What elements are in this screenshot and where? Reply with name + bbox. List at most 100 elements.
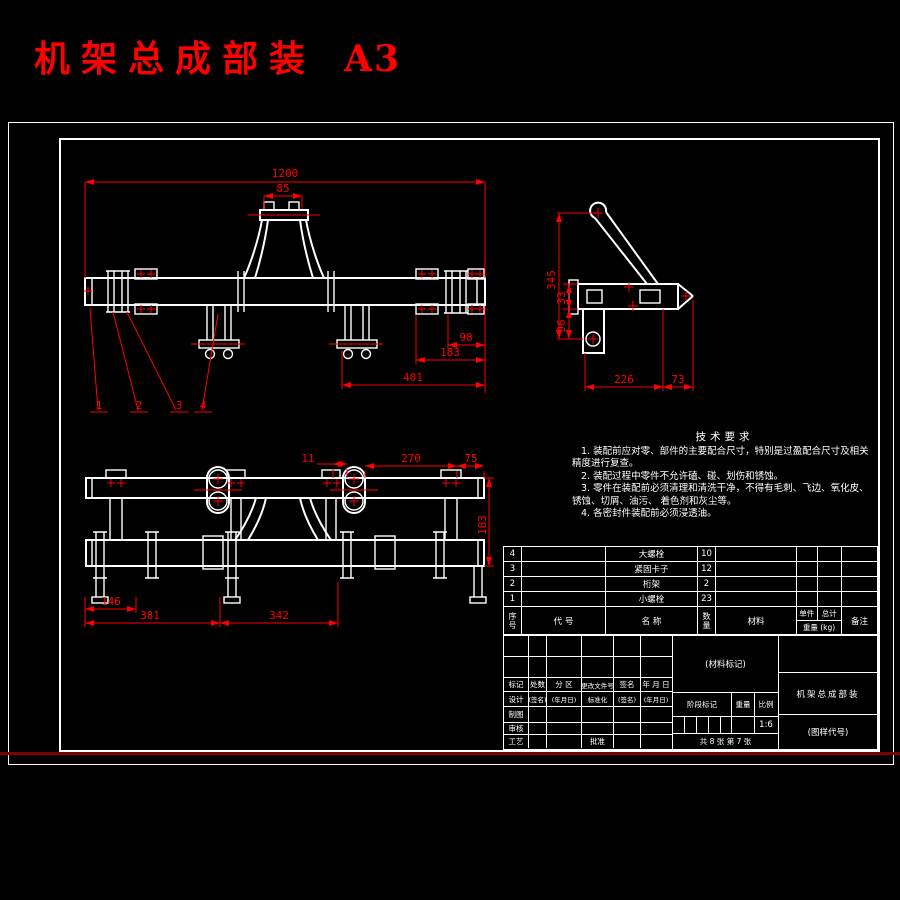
sig-cell: (签名) (529, 692, 547, 706)
header-qty: 数量 (698, 607, 716, 634)
table-row: 2 桁架 2 (504, 577, 877, 592)
sig-check: 审核 (504, 723, 529, 734)
header-weight-group: 单件 总计 重量 (kg) (797, 607, 842, 634)
sig-cell (641, 735, 671, 748)
dim-front-b: 183 (440, 346, 460, 359)
balloon-3: 3 (176, 399, 183, 412)
scale-value: 1:6 (759, 720, 773, 730)
rev-col-sign: 签名 (614, 678, 641, 691)
part-remarks (842, 547, 877, 561)
dim-side-a: 33 (555, 291, 568, 304)
sig-cell (641, 723, 671, 734)
stage-mark-label: 阶段标记 (673, 693, 732, 716)
part-code (522, 547, 606, 561)
tech-requirement-item: 1. 装配前应对零、部件的主要配合尺寸，特别是过盈配合尺寸及相关精度进行复查。 (572, 445, 869, 470)
header-remarks: 备注 (850, 616, 868, 627)
sig-cell: (签名) (614, 692, 641, 706)
header-name: 名 称 (606, 607, 698, 634)
front-view: 1200 85 98 183 401 1 2 3 4 (84, 167, 486, 413)
dim-front-a: 98 (459, 331, 472, 344)
sig-cell: (年月日) (643, 696, 669, 704)
sig-cell (582, 707, 614, 722)
balloon-1: 1 (96, 399, 103, 412)
dim-front-tower: 85 (276, 182, 289, 195)
sig-cell (614, 723, 641, 734)
front-view-geometry (84, 201, 486, 360)
part-total-weight (818, 562, 842, 576)
title-block-left-grid: 标记 处数 分 区 更改文件号 签名 年 月 日 设计 (签名) (年月日) 标… (504, 636, 673, 749)
header-total-weight: 总计 (821, 609, 837, 618)
balloon-4: 4 (200, 399, 207, 412)
rev-col-date: 年 月 日 (642, 680, 670, 689)
title-block: 标记 处数 分 区 更改文件号 签名 年 月 日 设计 (签名) (年月日) 标… (503, 635, 878, 750)
table-row: 4 大螺栓 10 (504, 547, 877, 562)
title-block-middle: (材料标记) 阶段标记 重量 比例 1:6 共 8 张 第 7 张 (673, 636, 779, 749)
part-unit-weight (797, 577, 818, 591)
header-code: 代 号 (522, 607, 606, 634)
sheet-note: 共 8 张 第 7 张 (699, 737, 752, 746)
bottom-view-geometry (85, 466, 487, 604)
part-material (716, 592, 797, 606)
sig-standardize: 标准化 (582, 692, 614, 706)
part-material (716, 547, 797, 561)
weight-label: 重量 (732, 693, 755, 716)
sig-draw: 制图 (504, 707, 529, 722)
dim-bottom-d: 381 (140, 609, 160, 622)
sig-cell (529, 723, 547, 734)
sig-cell (547, 723, 582, 734)
tech-requirement-item: 3. 零件在装配前必须清理和清洗干净，不得有毛刺、飞边、氧化皮、锈蚀、切屑、油污… (572, 483, 869, 507)
dim-bottom-b: 75 (464, 452, 477, 465)
part-unit-weight (797, 547, 818, 561)
rev-col-count: 处数 (530, 678, 547, 691)
rev-col-docno: 更改文件号 (582, 678, 614, 691)
part-name: 紧固卡子 (606, 562, 698, 576)
dim-bottom-gap: 11 (301, 452, 314, 465)
sig-design: 设计 (504, 692, 529, 706)
side-view-dimensions: 345 33 96 226 73 (545, 208, 694, 391)
tech-requirements-title: 技术要求 (695, 431, 754, 443)
dim-bottom-a: 270 (401, 452, 421, 465)
parts-list-header-row: 序号 代 号 名 称 数量 材料 单件 总计 重量 (kg) 备注 (504, 607, 877, 634)
sheet-size-label: A3 (344, 38, 401, 80)
header-material: 材料 (716, 607, 797, 634)
part-remarks (842, 562, 877, 576)
table-row: 1 小螺栓 23 (504, 592, 877, 607)
title-block-right: 机架总成部装 (图样代号) (779, 636, 877, 749)
scale-label: 比例 (758, 700, 774, 709)
dim-side-base: 226 (614, 373, 634, 386)
outer-border (8, 122, 894, 765)
part-name: 桁架 (606, 577, 698, 591)
sig-cell (641, 707, 671, 722)
parts-list-table: 4 大螺栓 10 3 紧固卡子 12 2 桁架 2 (503, 546, 878, 635)
tech-requirements: 技术要求 1. 装配前应对零、部件的主要配合尺寸，特别是过盈配合尺寸及相关精度进… (572, 431, 877, 521)
part-unit-weight (797, 562, 818, 576)
part-code (522, 577, 606, 591)
part-total-weight (818, 592, 842, 606)
drawing-code: (图样代号) (807, 728, 849, 738)
part-qty: 10 (698, 547, 716, 561)
product-title: 机架总成部装 (779, 673, 877, 715)
side-view-geometry (568, 201, 694, 354)
side-view: 345 33 96 226 73 (545, 201, 694, 391)
sig-cell: (年月日) (547, 692, 582, 706)
part-qty: 12 (698, 562, 716, 576)
part-seq: 4 (504, 547, 522, 561)
part-material (716, 562, 797, 576)
sig-cell (547, 707, 582, 722)
page-title-text: 机架总成部装 (34, 38, 317, 80)
front-view-dimensions: 1200 85 98 183 401 1 2 3 4 (84, 167, 486, 413)
header-unit-weight: 单件 (797, 607, 818, 620)
part-remarks (842, 577, 877, 591)
tech-requirement-item: 4. 各密封件装配前必须浸透油。 (581, 508, 717, 519)
header-weight-label: 重量 (kg) (802, 623, 836, 632)
rev-col-zone: 分 区 (547, 678, 582, 691)
dim-front-overall: 1200 (272, 167, 299, 180)
inner-border (59, 138, 880, 752)
sig-cell (614, 735, 641, 748)
rev-col-mark: 标记 (504, 678, 529, 691)
sig-cell (529, 735, 547, 748)
sig-approve: 批准 (582, 735, 614, 748)
sig-cell (529, 707, 547, 722)
bottom-view: 11 270 75 183 146 381 342 (84, 452, 494, 627)
sig-cell (614, 707, 641, 722)
